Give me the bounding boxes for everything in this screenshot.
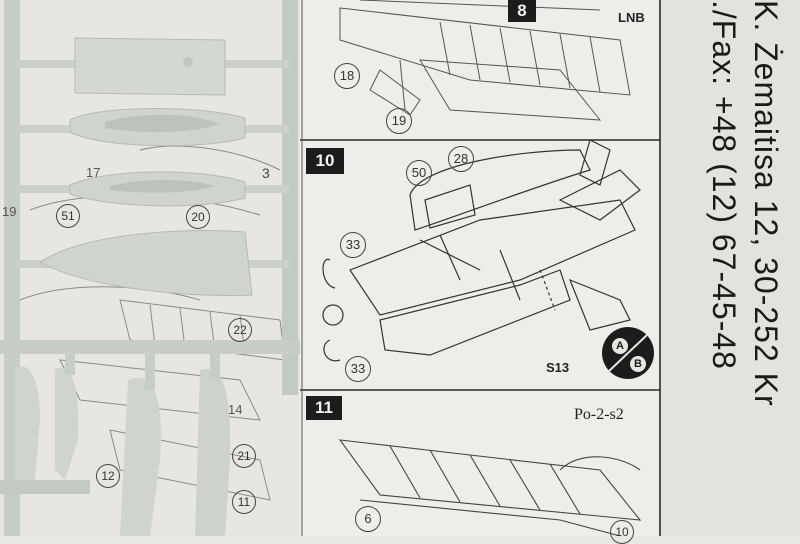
step-number-11: 11 (306, 396, 342, 420)
step-number-10: 10 (306, 148, 344, 174)
address-line-2: ./Fax: +48 (12) 67-45-48 (706, 0, 742, 370)
ab-roundel (602, 327, 654, 379)
part-number-11: 11 (232, 490, 256, 514)
step-number-8: 8 (508, 0, 536, 22)
model-label-po2: Po-2-s2 (574, 406, 624, 423)
part-number-14: 14 (228, 402, 243, 417)
part-number-21: 21 (232, 444, 256, 468)
callout-33-top: 33 (340, 232, 366, 258)
callout-6: 6 (355, 506, 381, 532)
part-number-19: 19 (2, 204, 17, 219)
callout-19: 19 (386, 108, 412, 134)
address-line-1: K. Żemaitisa 12, 30-252 Kr (748, 0, 784, 407)
part-number-22: 22 (228, 318, 252, 342)
biplane-drawing-top (339, 0, 631, 121)
part-number-3: 3 (262, 165, 270, 181)
badge-a: A (612, 338, 628, 354)
part-number-10: 10 (610, 520, 634, 544)
callout-18: 18 (334, 63, 360, 89)
part-number-51: 51 (56, 204, 80, 228)
part-number-20: 20 (186, 205, 210, 229)
fuselage-drawing (322, 139, 641, 362)
badge-b: B (630, 356, 646, 372)
step-code-lnb: LNB (618, 10, 645, 25)
sprue-frame (0, 0, 300, 536)
step-code-s13: S13 (546, 360, 570, 375)
part-number-12: 12 (96, 464, 120, 488)
callout-28: 28 (448, 146, 474, 172)
part-number-17: 17 (86, 165, 101, 180)
biplane-drawing-bottom (338, 439, 642, 536)
callout-33-bottom: 33 (345, 356, 371, 382)
callout-50: 50 (406, 160, 432, 186)
